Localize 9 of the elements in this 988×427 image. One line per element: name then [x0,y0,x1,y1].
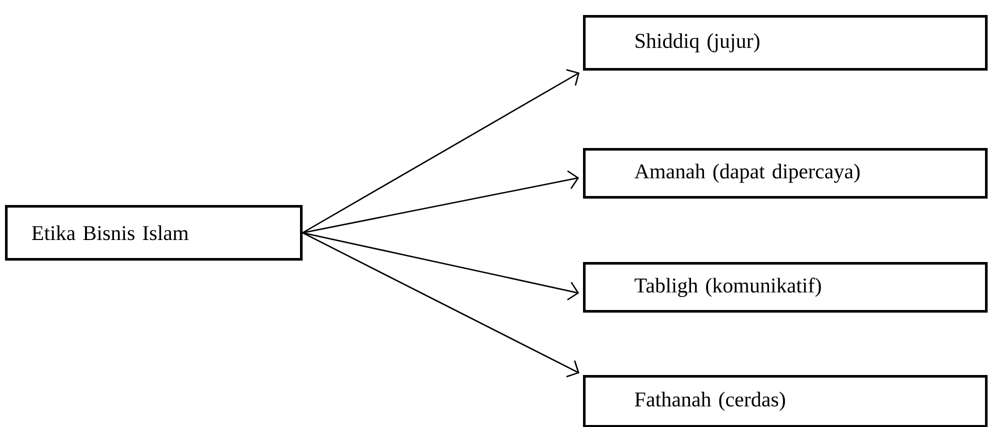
text-box: Etika Bisnis Islam [5,205,303,261]
arrow [302,232,580,300]
text-box: Shiddiq (jujur) [583,15,988,71]
arrow [302,232,580,378]
text-box: Amanah (dapat dipercaya) [583,148,988,199]
text-box: Fathanah (cerdas) [583,375,988,427]
arrow [302,69,580,234]
text-box: Tabligh (komunikatif) [583,262,988,313]
arrow [302,170,580,234]
